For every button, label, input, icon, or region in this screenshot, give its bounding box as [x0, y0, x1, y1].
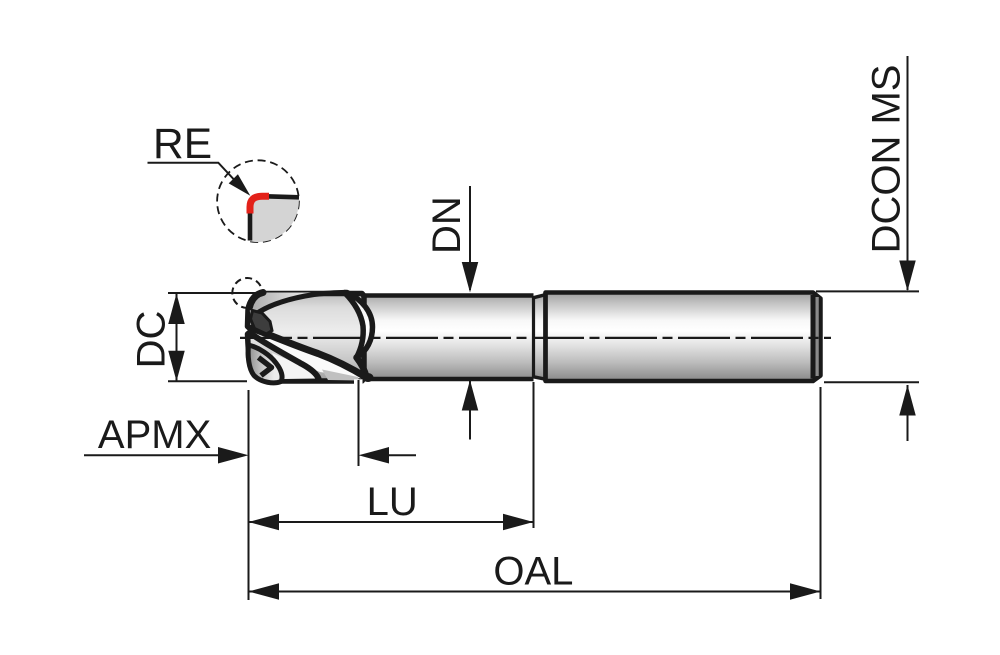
svg-text:APMX: APMX: [98, 413, 211, 457]
svg-text:DN: DN: [425, 196, 469, 254]
svg-text:LU: LU: [367, 480, 418, 524]
svg-text:DCON MS: DCON MS: [864, 65, 908, 254]
svg-text:RE: RE: [153, 121, 212, 168]
svg-text:DC: DC: [129, 311, 173, 369]
svg-text:OAL: OAL: [493, 549, 573, 593]
